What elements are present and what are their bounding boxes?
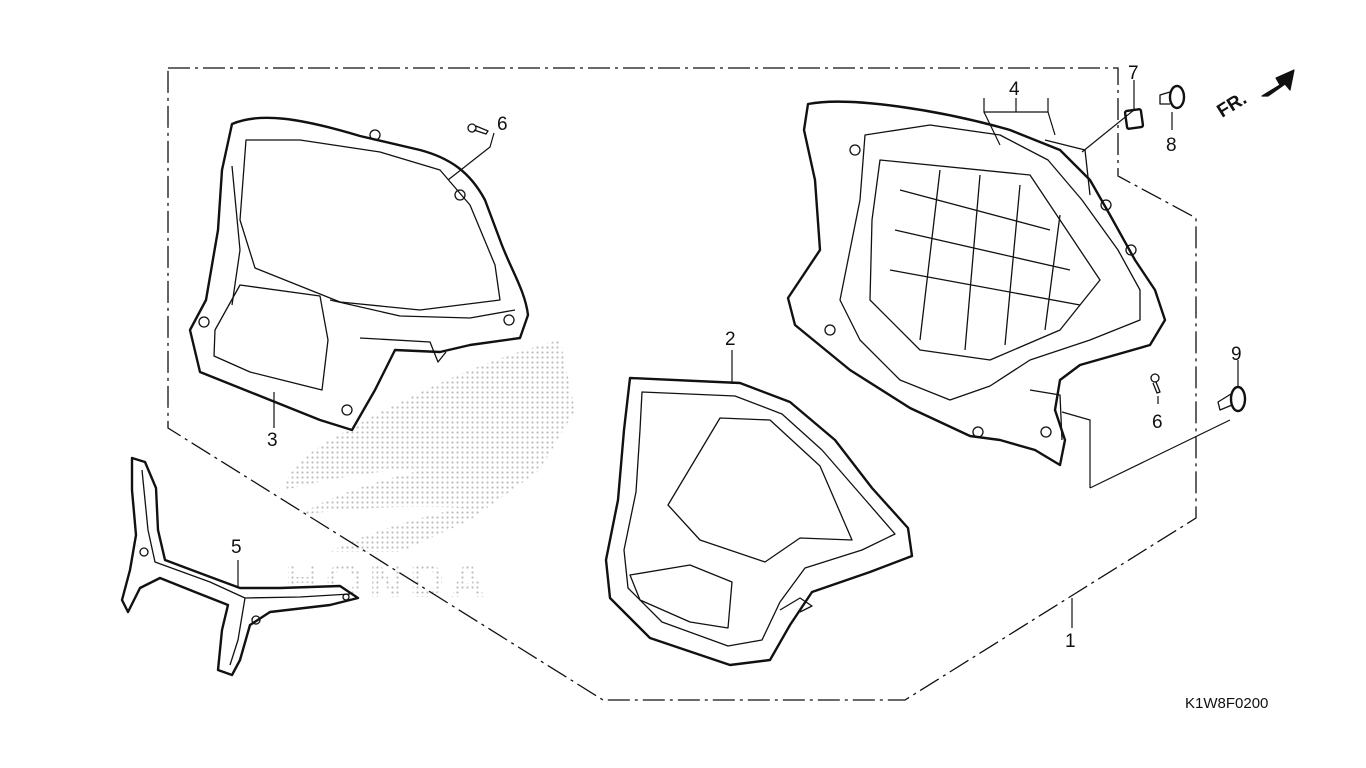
- callout-1: 1: [1065, 631, 1076, 652]
- diagram-code: K1W8F0200: [1185, 695, 1268, 712]
- callout-6-lower: 6: [1152, 412, 1163, 433]
- callout-7: 7: [1128, 63, 1139, 84]
- callout-6-upper: 6: [497, 114, 508, 135]
- part-9-grommet-bolt: [1217, 385, 1247, 413]
- part-4-meter-case: [786, 100, 1167, 467]
- callout-3: 3: [267, 430, 278, 451]
- direction-arrow-icon: [1261, 69, 1295, 97]
- front-direction-indicator: FR.: [1214, 69, 1295, 122]
- callout-8: 8: [1166, 135, 1177, 156]
- callout-5: 5: [231, 537, 242, 558]
- direction-label: FR.: [1214, 88, 1251, 122]
- callout-4: 4: [1009, 79, 1020, 100]
- part-2-meter-panel: [604, 376, 914, 667]
- callout-2: 2: [725, 329, 736, 350]
- leader-lines: [237, 80, 1239, 628]
- part-8-grommet-bolt: [1159, 84, 1186, 110]
- callout-9: 9: [1231, 344, 1242, 365]
- part-6-screw-upper: [467, 123, 489, 135]
- part-7-clip-nut: [1123, 108, 1145, 130]
- kit-boundary: [167, 67, 1197, 701]
- part-6-screw-lower: [1150, 373, 1161, 394]
- part-5-bracket: [120, 456, 360, 677]
- part-3-rear-cover: [188, 116, 530, 432]
